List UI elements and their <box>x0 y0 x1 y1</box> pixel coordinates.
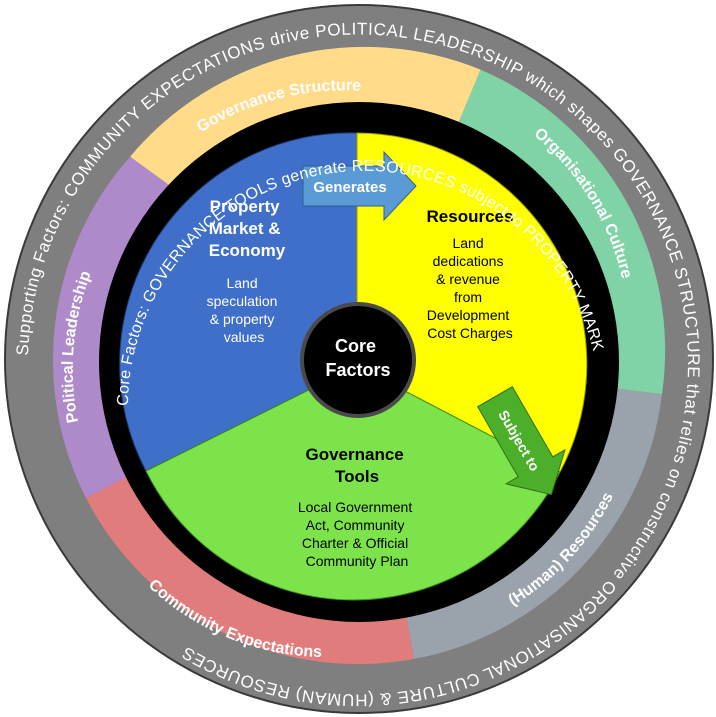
resources-title: Resources <box>427 207 514 226</box>
governance-description: Local Government Act, Community Charter … <box>298 499 416 569</box>
sector-property-market <box>119 132 358 472</box>
resources-description: Land dedications & revenue from Developm… <box>427 235 513 341</box>
generates-arrow: Generates <box>302 150 417 222</box>
segment-political-leadership <box>53 156 178 498</box>
center-line: Factors <box>325 360 390 380</box>
property-description: Land speculation & property values <box>207 275 282 345</box>
segment-governance-structure <box>130 46 481 192</box>
center-label: Core Factors <box>325 336 390 380</box>
generates-label: Generates <box>313 179 386 196</box>
core-sectors <box>119 132 588 601</box>
sector-resources <box>356 132 588 473</box>
sector-governance-tools <box>145 365 561 601</box>
center-circle <box>300 302 416 418</box>
property-title: Property Market & Economy <box>209 197 286 260</box>
center-line: Core <box>335 336 376 356</box>
governance-title: Governance Tools <box>306 445 409 486</box>
